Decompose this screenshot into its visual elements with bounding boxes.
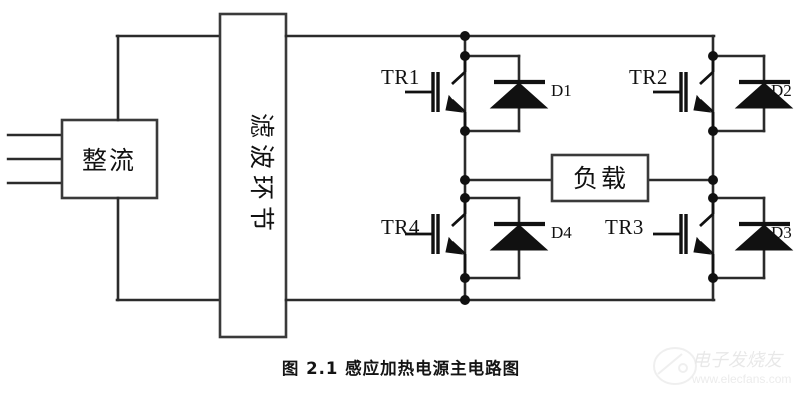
filter-block <box>218 12 288 339</box>
label-tr2: TR2 <box>629 65 668 89</box>
figure-caption: 图 2.1 感应加热电源主电路图 <box>281 359 521 378</box>
label-tr4: TR4 <box>381 215 420 239</box>
load-block <box>550 153 650 203</box>
ac-input-lines <box>6 133 64 185</box>
filter-label: 滤波环节 <box>247 113 276 237</box>
load-label: 负载 <box>573 164 629 193</box>
diode-d1 <box>463 54 549 133</box>
diode-d3 <box>711 196 794 280</box>
igbt-tr2 <box>653 56 715 131</box>
label-tr1: TR1 <box>381 65 420 89</box>
label-d4: D4 <box>551 223 572 242</box>
diode-d2 <box>711 54 794 133</box>
label-tr3: TR3 <box>605 215 644 239</box>
dc-link-wiring <box>115 34 222 302</box>
inverter-feed-wiring <box>284 34 468 302</box>
junction-nodes <box>460 31 718 305</box>
diode-d4 <box>463 196 549 280</box>
rectifier-block <box>60 118 159 200</box>
label-d1: D1 <box>551 81 572 100</box>
label-d2: D2 <box>771 81 792 100</box>
rectifier-label: 整流 <box>82 146 136 175</box>
igbt-tr3 <box>653 198 715 278</box>
label-d3: D3 <box>771 223 792 242</box>
